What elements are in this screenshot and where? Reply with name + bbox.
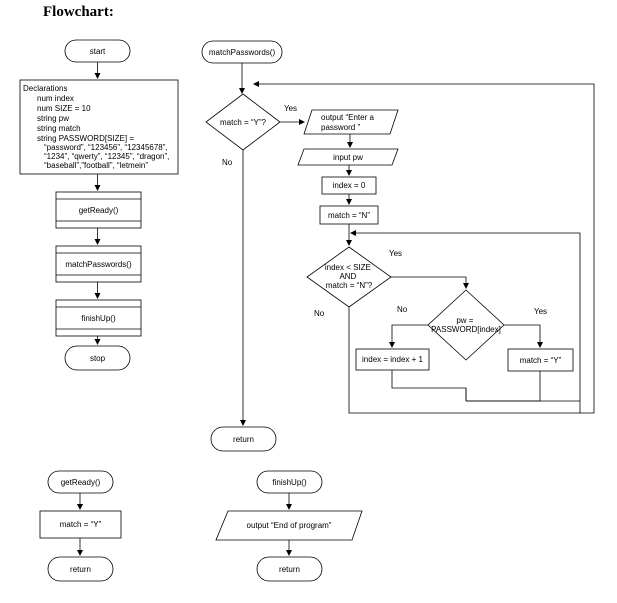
getready-return-label: return bbox=[70, 565, 91, 574]
output-line: password ” bbox=[321, 123, 360, 132]
inner-no-label: No bbox=[397, 305, 408, 314]
loop-yes-label: Yes bbox=[389, 249, 402, 258]
declarations-line: “password”, “123456”, “12345678”, bbox=[44, 143, 168, 152]
connector-increment-join bbox=[391, 370, 467, 401]
declarations-line: Declarations bbox=[23, 84, 67, 93]
index-init-label: index = 0 bbox=[333, 181, 366, 190]
inner-yes-label: Yes bbox=[534, 307, 547, 316]
input-pw-label: input pw bbox=[333, 153, 363, 162]
finishup-header-terminator bbox=[256, 470, 323, 494]
arrow-inner-no-to-increment bbox=[389, 324, 428, 348]
connector-setmatch-join bbox=[466, 371, 541, 402]
declarations-line: “baseball”,”football”, “letmein” bbox=[44, 161, 148, 170]
loop-decision-line: AND bbox=[339, 272, 356, 281]
getready-header-label: getReady() bbox=[61, 478, 101, 487]
loop-decision-line: index < SIZE bbox=[325, 263, 371, 272]
decision-yes-label: Yes bbox=[284, 104, 297, 113]
finishup-header-label: finishUp() bbox=[272, 478, 307, 487]
input-pw bbox=[297, 148, 399, 166]
output-end-of-program-label: output “End of program” bbox=[247, 521, 332, 530]
arrow-loop-yes-to-inner bbox=[391, 276, 469, 289]
output-enter-password-text: output “Enter a password ” bbox=[321, 113, 376, 132]
pw-match-decision-line: pw = bbox=[456, 316, 473, 325]
declarations-line: “1234”, “qwerty”, “12345”, “dragon”, bbox=[44, 152, 169, 161]
decision-no-label: No bbox=[222, 158, 233, 167]
outer-loop-back-arrow bbox=[253, 81, 595, 414]
finishup-call-label: finishUp() bbox=[81, 314, 116, 323]
output-enter-password bbox=[303, 109, 399, 135]
declarations-line: string pw bbox=[37, 114, 69, 123]
start-label: start bbox=[90, 47, 106, 56]
loop-decision-line: match = “N”? bbox=[326, 281, 373, 290]
loop-no-label: No bbox=[314, 309, 325, 318]
finishup-return-label: return bbox=[279, 565, 300, 574]
set-match-y-label: match = “Y” bbox=[520, 356, 562, 365]
getready-call-box bbox=[55, 191, 142, 229]
stop-label: stop bbox=[90, 354, 106, 363]
loop-back-arrow bbox=[350, 230, 581, 401]
matchpasswords-return bbox=[210, 426, 277, 452]
matchpasswords-call-label: matchPasswords() bbox=[65, 260, 132, 269]
loop-no-outer-line bbox=[348, 307, 581, 414]
output-line: output “Enter a bbox=[321, 113, 374, 122]
getready-body-box bbox=[39, 510, 122, 539]
loop-decision-text: index < SIZE AND match = “N”? bbox=[325, 263, 373, 290]
set-match-y-box bbox=[507, 348, 574, 372]
increment-box bbox=[355, 348, 430, 371]
arrow-inner-yes-to-setmatch bbox=[504, 324, 543, 348]
pw-match-decision-text: pw = PASSWORD[index] bbox=[431, 316, 501, 334]
stop-terminator bbox=[64, 345, 131, 371]
getready-body-label: match = “Y” bbox=[60, 520, 102, 529]
getready-return bbox=[47, 556, 114, 582]
finishup-return bbox=[256, 556, 323, 582]
finishup-call-box bbox=[55, 299, 142, 337]
match-init-label: match = “N” bbox=[328, 211, 370, 220]
declarations-line: string PASSWORD[SIZE] = bbox=[37, 134, 134, 143]
declarations-line: num index bbox=[37, 94, 74, 103]
match-y-decision-label: match = “Y”? bbox=[220, 118, 267, 127]
pw-match-decision bbox=[427, 289, 505, 361]
pw-match-decision-line: PASSWORD[index] bbox=[431, 325, 501, 334]
declarations-line: string match bbox=[37, 124, 81, 133]
increment-label: index = index + 1 bbox=[362, 355, 423, 364]
page-title: Flowchart: bbox=[43, 4, 114, 20]
output-end-of-program bbox=[215, 510, 363, 541]
declarations-line: num SIZE = 10 bbox=[37, 104, 91, 113]
getready-header-terminator bbox=[47, 470, 114, 494]
matchpasswords-call-box bbox=[55, 245, 142, 283]
getready-call-label: getReady() bbox=[79, 206, 119, 215]
declarations-box bbox=[19, 79, 179, 175]
matchpasswords-header-label: matchPasswords() bbox=[209, 48, 276, 57]
matchpasswords-return-label: return bbox=[233, 435, 254, 444]
declarations-text: Declarations num index num SIZE = 10 str… bbox=[23, 84, 172, 170]
